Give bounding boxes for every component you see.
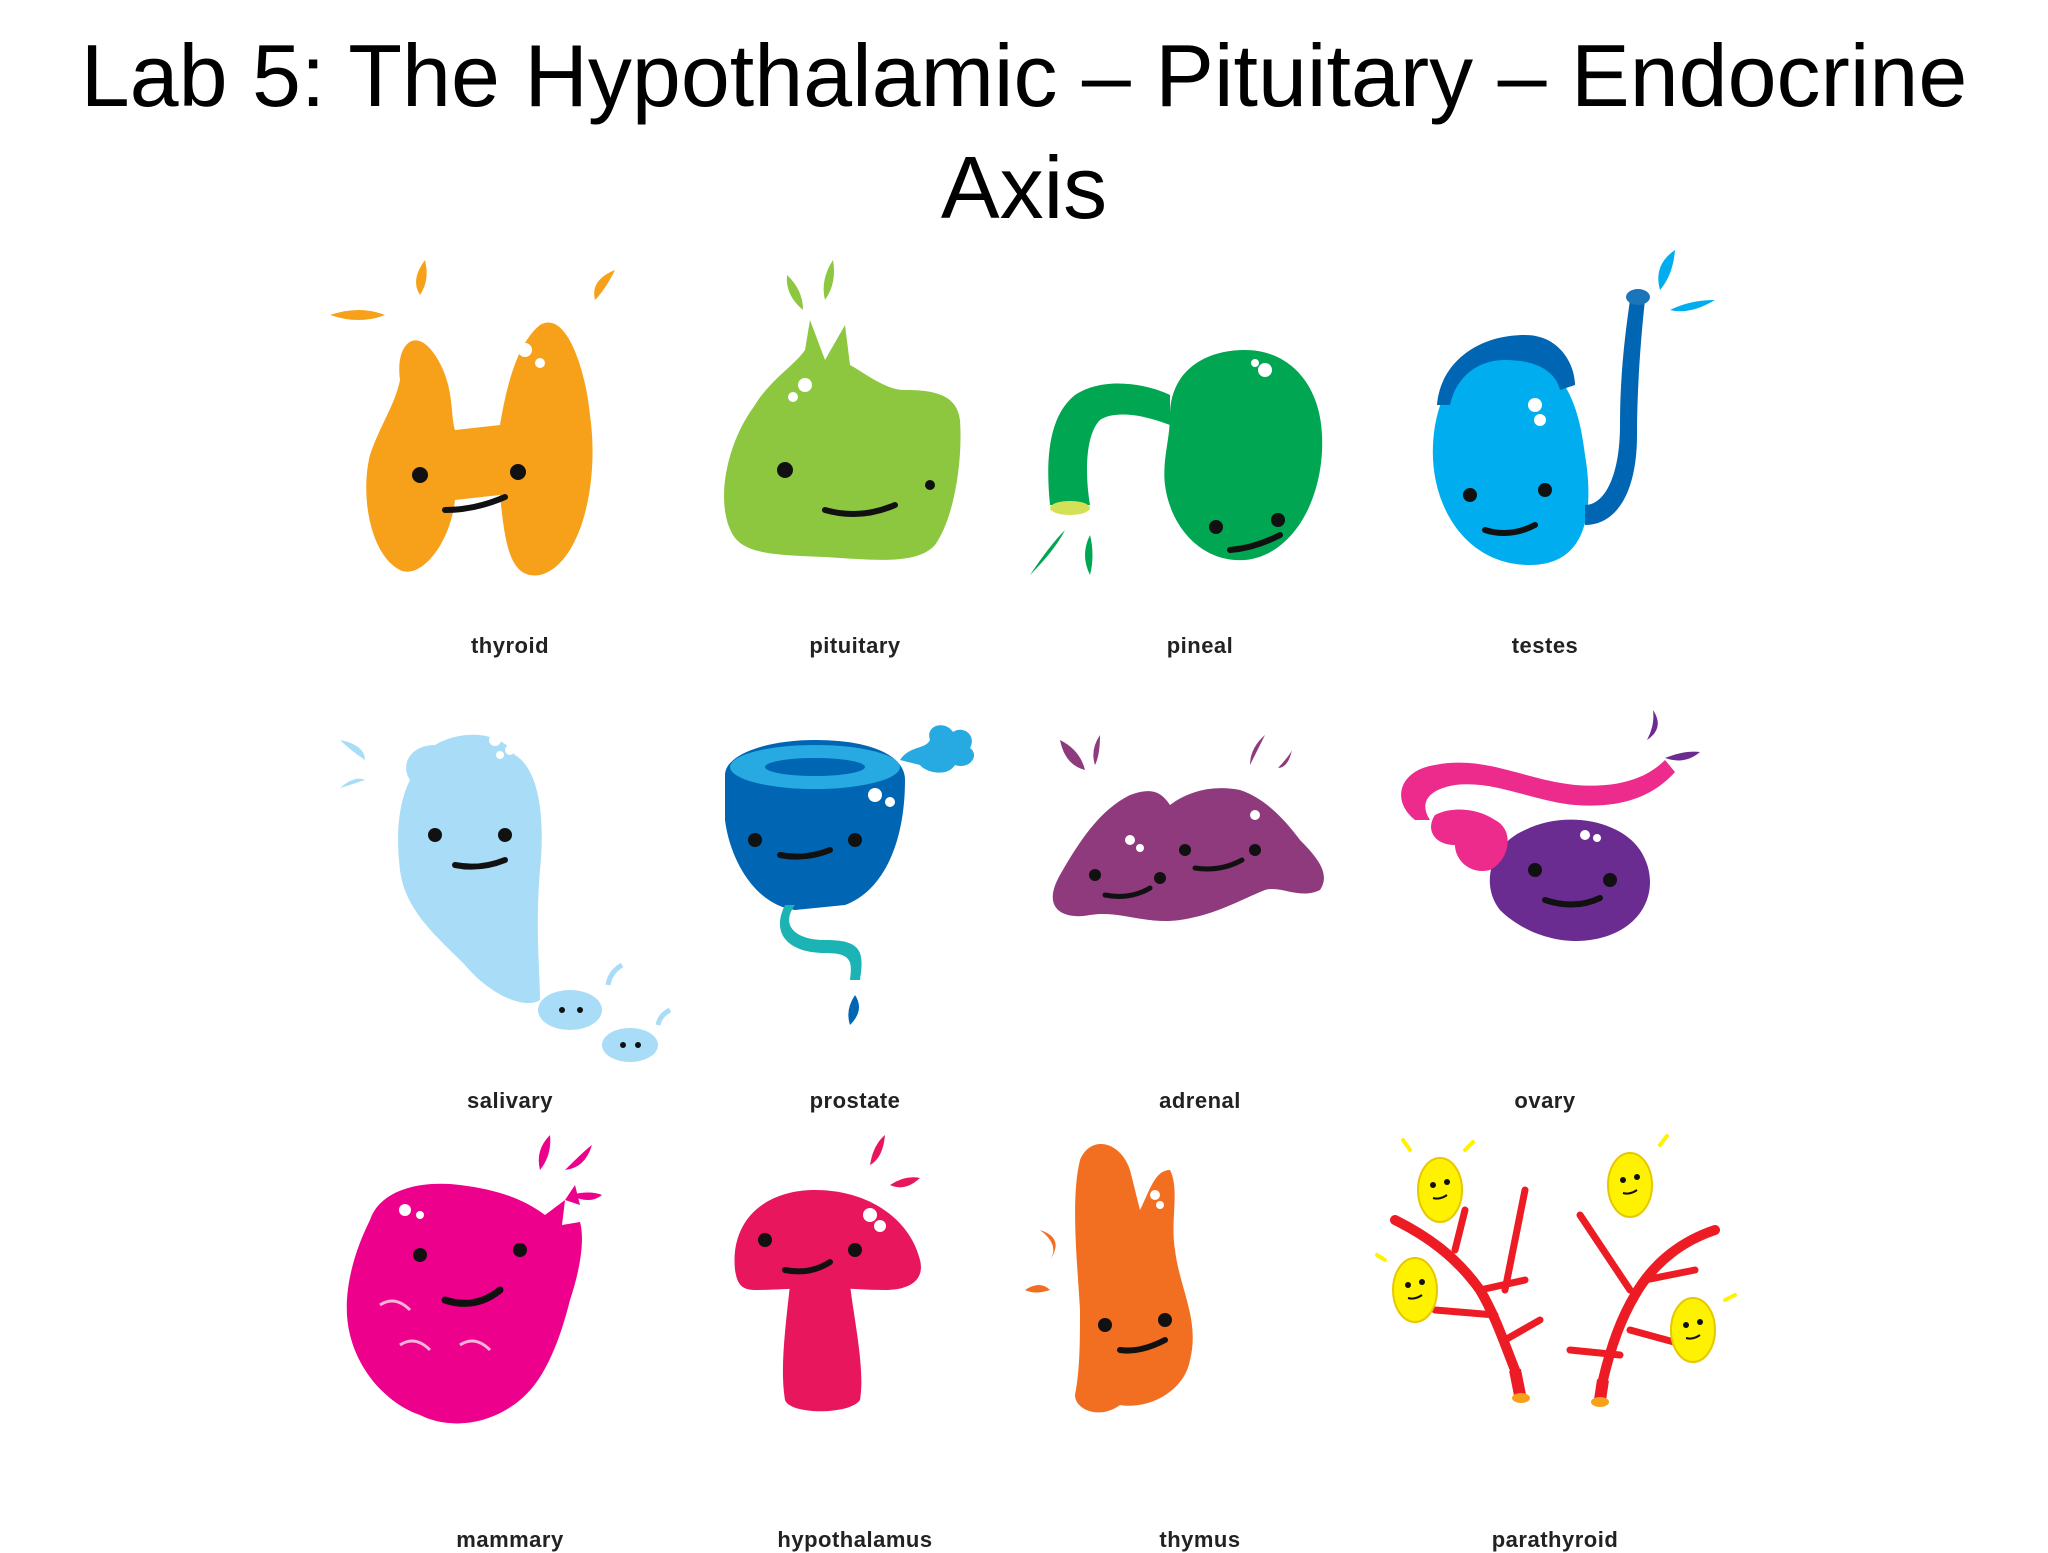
gland-parathyroid: parathyroid: [1375, 1130, 1755, 1552]
ovary-icon: [1401, 710, 1700, 941]
title-line-2: Axis: [940, 138, 1108, 237]
gland-testes: testes: [1375, 250, 1715, 658]
pituitary-icon: [724, 260, 961, 560]
thymus-icon: [1025, 1143, 1193, 1413]
adrenal-icon: [1052, 735, 1324, 922]
gland-label: parathyroid: [1491, 1527, 1619, 1552]
mammary-icon: [346, 1135, 602, 1424]
gland-prostate: prostate: [685, 710, 1025, 1113]
gland-mammary: mammary: [340, 1130, 680, 1552]
gland-label: adrenal: [1159, 1088, 1241, 1113]
parathyroid-icon: [1375, 1134, 1737, 1407]
gland-label: salivary: [467, 1088, 553, 1113]
gland-adrenal: adrenal: [1030, 710, 1370, 1113]
gland-label: hypothalamus: [777, 1527, 933, 1552]
prostate-icon: [725, 725, 975, 1025]
gland-pituitary: pituitary: [685, 255, 1025, 658]
gland-illustration-grid: thyroid pituitary pineal: [330, 250, 1840, 1552]
gland-label: ovary: [1514, 1088, 1576, 1113]
title-line-1: Lab 5: The Hypothalamic – Pituitary – En…: [80, 26, 1968, 125]
gland-label: testes: [1511, 633, 1579, 658]
gland-salivary: salivary: [340, 710, 680, 1113]
gland-label: thyroid: [470, 633, 550, 658]
gland-pineal: pineal: [1030, 255, 1370, 658]
gland-label: thymus: [1159, 1527, 1241, 1552]
gland-ovary: ovary: [1375, 710, 1715, 1113]
gland-thyroid: thyroid: [330, 255, 680, 658]
testes-icon: [1432, 250, 1715, 565]
gland-thymus: thymus: [1025, 1130, 1370, 1552]
hypothalamus-icon: [734, 1135, 921, 1412]
gland-label: pituitary: [809, 633, 901, 658]
gland-label: prostate: [809, 1088, 901, 1113]
pineal-icon: [1030, 350, 1323, 575]
gland-label: pineal: [1166, 633, 1234, 658]
slide-title: Lab 5: The Hypothalamic – Pituitary – En…: [0, 20, 2048, 244]
thyroid-icon: [330, 260, 615, 576]
salivary-icon: [340, 734, 672, 1062]
gland-hypothalamus: hypothalamus: [685, 1130, 1025, 1552]
gland-label: mammary: [456, 1527, 564, 1552]
